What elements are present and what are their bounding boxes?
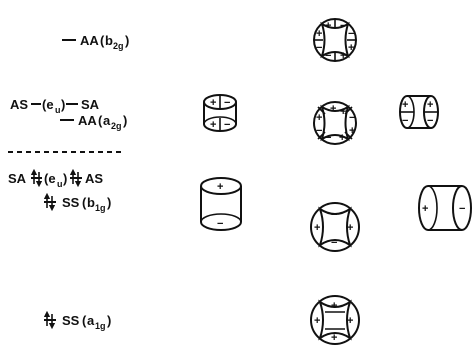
- svg-text:): ): [125, 33, 129, 48]
- svg-text:−: −: [459, 203, 465, 215]
- svg-text:(: (: [100, 33, 105, 48]
- svg-text:−: −: [224, 97, 230, 109]
- level-label-sa: SA: [81, 97, 100, 112]
- svg-text:(e: (e: [44, 171, 56, 186]
- svg-text:+: +: [210, 119, 216, 131]
- svg-text:+: +: [340, 50, 346, 62]
- svg-text:SS: SS: [62, 195, 80, 210]
- svg-text:): ): [107, 313, 111, 328]
- svg-text:1g: 1g: [95, 203, 106, 213]
- svg-text:2g: 2g: [111, 121, 122, 131]
- orbital-circle-a2g: + + + − − + − +: [313, 101, 357, 145]
- level-a2g: AA ( a 2g ): [60, 113, 127, 131]
- svg-text:): ): [63, 171, 67, 186]
- svg-text:+: +: [348, 42, 354, 54]
- svg-text:+: +: [331, 332, 337, 344]
- svg-text:−: −: [331, 237, 337, 249]
- level-label-name: AA: [80, 33, 99, 48]
- svg-text:−: −: [340, 20, 346, 32]
- level-label-as: AS: [10, 97, 28, 112]
- svg-text:u: u: [57, 179, 63, 189]
- level-eu-empty: AS (e u ) SA: [10, 97, 100, 115]
- svg-text:b: b: [87, 195, 95, 210]
- svg-text:(: (: [82, 313, 87, 328]
- svg-text:−: −: [325, 50, 331, 62]
- orbital-cylinder-eu-small-vertical: + − + −: [203, 94, 237, 132]
- orbital-circle-a1g: + + + +: [310, 295, 360, 345]
- svg-text:+: +: [340, 106, 346, 118]
- svg-text:): ): [61, 97, 65, 112]
- electron-pair-icon: [43, 310, 56, 330]
- svg-text:(e: (e: [42, 97, 54, 112]
- svg-text:+: +: [314, 222, 320, 234]
- svg-text:a: a: [103, 113, 111, 128]
- svg-text:+: +: [316, 112, 322, 124]
- svg-text:+: +: [210, 97, 216, 109]
- svg-text:+: +: [427, 99, 433, 111]
- svg-text:+: +: [402, 99, 408, 111]
- svg-text:+: +: [339, 132, 345, 144]
- electron-pair-icon: [30, 168, 43, 188]
- svg-text:−: −: [348, 28, 354, 40]
- svg-text:+: +: [325, 20, 331, 32]
- level-b2g: AA ( b 2g ): [62, 33, 129, 51]
- level-label-as: AS: [85, 171, 103, 186]
- svg-text:−: −: [402, 115, 408, 127]
- svg-text:(: (: [98, 113, 103, 128]
- svg-text:−: −: [331, 209, 337, 221]
- svg-text:SS: SS: [62, 313, 80, 328]
- level-label-sa: SA: [8, 171, 27, 186]
- level-eu-filled: SA (e u ) AS: [8, 168, 103, 189]
- svg-text:−: −: [325, 132, 331, 144]
- svg-text:+: +: [314, 315, 320, 327]
- svg-text:+: +: [347, 222, 353, 234]
- svg-text:+: +: [331, 300, 337, 312]
- level-a1g: SS ( a 1g ): [43, 310, 111, 331]
- orbital-cylinder-eu-small-horizontal: + − + −: [399, 95, 439, 129]
- svg-text:+: +: [217, 181, 223, 193]
- orbital-cylinder-eu-large-vertical: + −: [200, 177, 242, 231]
- svg-text:−: −: [224, 119, 230, 131]
- level-symmetry: b: [105, 33, 113, 48]
- svg-text:−: −: [316, 125, 322, 137]
- svg-text:a: a: [87, 313, 95, 328]
- orbital-circle-b1g: − + + −: [310, 202, 360, 252]
- svg-text:AA: AA: [78, 113, 97, 128]
- svg-text:1g: 1g: [95, 321, 106, 331]
- svg-text:−: −: [427, 115, 433, 127]
- svg-text:−: −: [316, 42, 322, 54]
- orbital-circle-b2g: + − + − − + − +: [313, 18, 357, 62]
- svg-text:+: +: [330, 103, 336, 115]
- orbital-cylinder-eu-large-horizontal: + −: [418, 185, 472, 231]
- svg-text:u: u: [55, 105, 61, 115]
- level-b1g: SS ( b 1g ): [43, 192, 111, 213]
- level-symmetry-sub: 2g: [113, 41, 124, 51]
- svg-text:+: +: [347, 315, 353, 327]
- svg-text:−: −: [349, 112, 355, 124]
- electron-pair-icon: [43, 192, 56, 212]
- svg-text:+: +: [422, 203, 428, 215]
- svg-text:+: +: [349, 125, 355, 137]
- svg-text:(: (: [82, 195, 87, 210]
- svg-text:−: −: [217, 218, 223, 230]
- svg-text:): ): [107, 195, 111, 210]
- electron-pair-icon: [69, 168, 82, 188]
- svg-text:): ): [123, 113, 127, 128]
- svg-text:+: +: [316, 28, 322, 40]
